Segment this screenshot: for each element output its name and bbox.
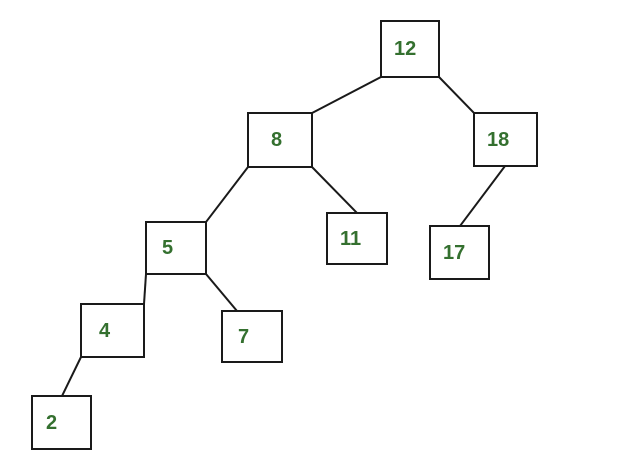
tree-node-7[interactable]: 7 — [221, 310, 283, 363]
tree-edge-n5-n4 — [142, 272, 148, 306]
tree-node-label: 2 — [46, 411, 58, 434]
tree-node-11[interactable]: 11 — [326, 212, 388, 265]
tree-node-label: 5 — [162, 237, 174, 259]
tree-edge-n12-n18 — [437, 75, 476, 115]
tree-node-5[interactable]: 5 — [145, 221, 207, 275]
tree-node-12[interactable]: 12 — [380, 20, 440, 78]
tree-node-label: 7 — [238, 325, 250, 348]
tree-node-label: 8 — [271, 129, 283, 151]
tree-edge-n4-n2 — [60, 355, 83, 398]
tree-edge-n12-n8 — [310, 75, 383, 115]
tree-edge-n18-n17 — [458, 164, 507, 228]
tree-node-label: 4 — [99, 319, 111, 342]
tree-node-label: 18 — [487, 128, 510, 151]
tree-node-17[interactable]: 17 — [429, 225, 490, 280]
tree-edge-n8-n5 — [204, 165, 250, 224]
tree-node-label: 11 — [340, 227, 362, 250]
tree-node-4[interactable]: 4 — [80, 303, 145, 358]
tree-edge-n8-n11 — [310, 165, 359, 215]
tree-node-label: 17 — [443, 241, 466, 264]
tree-node-2[interactable]: 2 — [31, 395, 92, 450]
tree-node-8[interactable]: 8 — [247, 112, 313, 168]
tree-node-label: 12 — [394, 38, 417, 60]
tree-node-18[interactable]: 18 — [473, 112, 538, 167]
tree-edge-n5-n7 — [204, 272, 239, 313]
